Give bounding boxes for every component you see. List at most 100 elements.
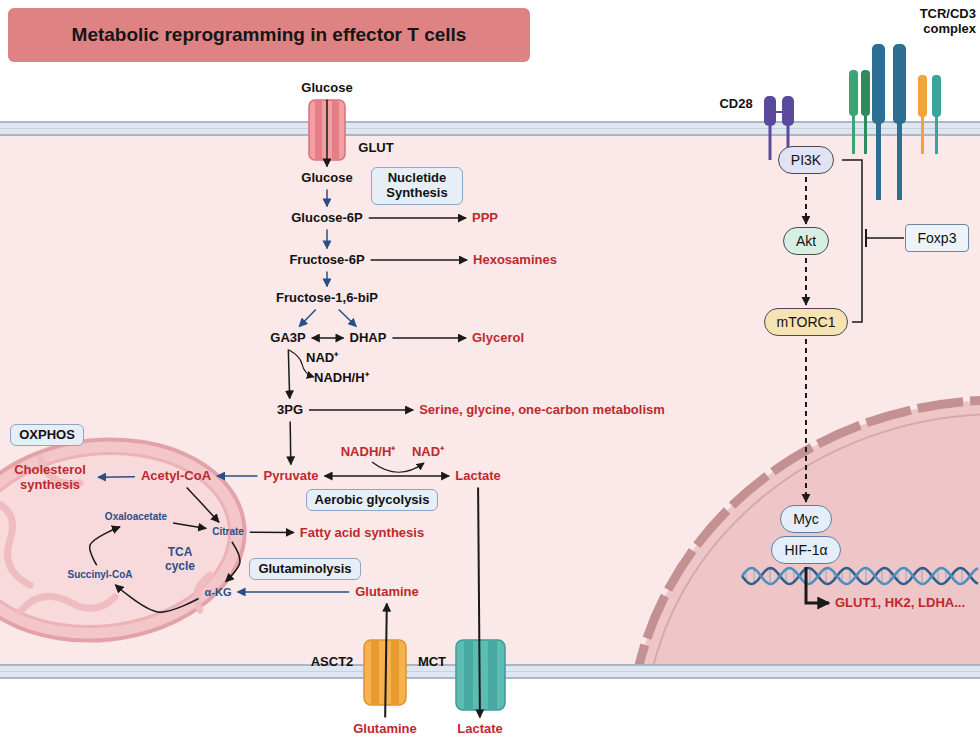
connector [339,309,356,326]
product-label: Hexosamines [470,252,560,269]
label-text: MCT [418,655,446,670]
metabolite: GA3P [267,330,308,347]
cd28-domain [764,96,776,126]
connector [289,421,291,464]
transporter-name: ASCT2 [311,655,354,670]
tca-intermediate: Succinyl-CoA [64,568,135,582]
label-text: GLUT [358,141,393,156]
connector [369,217,466,219]
cycle-label: TCA cycle [156,546,204,574]
asct2-stripe [391,640,399,705]
label-text: NADH/H⁺ [314,371,369,386]
product-label: Cholesterol synthesis [5,462,95,494]
label-text: TCA cycle [156,546,204,574]
tcr-chain [893,44,906,124]
connector [312,337,344,339]
connector [98,476,135,478]
connector [187,487,219,522]
connector [237,591,349,593]
node-text: Succinyl-CoA [67,569,132,581]
product-label: Serine, glycine, one-carbon metabolism [416,402,668,419]
connector [805,177,807,224]
cd28-tail [769,126,772,160]
connector [288,349,289,398]
node-text: Lactate [457,722,503,737]
dna-rung [753,569,755,584]
node-text: Pyruvate [264,469,319,484]
connector [115,585,198,612]
node-text: Glycerol [472,331,524,346]
node-text: Lactate [455,469,501,484]
glut-stripe [332,100,339,160]
connector [173,523,206,528]
node-text: GLUT1, HK2, LDHA... [835,596,965,611]
cd3-tail [864,114,867,154]
node-text: Cholesterol synthesis [8,463,92,493]
node-text: PI3K [791,152,821,168]
cd3-chain [849,70,858,116]
dna-rung [809,568,811,584]
node-text: Citrate [212,526,244,538]
tcr-cd3-complex [849,44,941,200]
cd3-tail [921,114,924,154]
title-text: Metabolic reprogramming in effector T ce… [72,24,467,46]
connector [371,259,468,261]
label-text: ASCT2 [311,655,354,670]
label-text: NADH/H⁺ [341,445,396,460]
node-text: Glutaminolysis [258,562,351,577]
cd3-tail [852,114,855,154]
connector [326,189,328,206]
transcription-factor: HIF-1α [771,536,840,564]
node-text: Fructose-6P [289,253,364,268]
connector [805,339,807,502]
node-text: Glucose [301,171,352,186]
metabolite: 3PG [274,402,306,419]
connector [90,527,120,566]
metabolite: Glucose [298,170,355,187]
pathway-bracket [842,160,904,322]
node-text: Glutamine [355,585,419,600]
product-label: PPP [469,210,501,227]
metabolite: Acetyl-CoA [138,468,214,485]
node-text: DHAP [350,331,387,346]
node-text: Fructose-1,6-biP [276,291,378,306]
cd28-bond [776,111,782,113]
metabolite: Glucose-6P [288,210,366,227]
cofactor-label: NAD⁺ [412,445,444,460]
product-label: Glycerol [469,330,527,347]
dna-rung [825,568,827,584]
node-text: GA3P [270,331,305,346]
connector [217,475,258,477]
node-text: Acetyl-CoA [141,469,211,484]
node-text: Glutamine [353,722,417,737]
membrane-line [0,121,980,123]
cofactor-arrow [372,462,424,472]
mct-stripe [464,640,473,710]
receptor-name: CD28 [719,97,752,112]
mitochondrion [0,425,255,654]
membrane-line [0,134,980,136]
node-text: Myc [793,511,819,527]
tca-intermediate: Oxaloacetate [102,510,170,524]
process-box: Glutaminolysis [249,558,360,581]
label-text: TCR/CD3 complex [880,7,976,37]
dna-rung [961,568,963,584]
connector [478,487,480,717]
connector [299,309,316,326]
metabolite: Fructose-6P [286,252,367,269]
mct-stripe [488,640,497,710]
nuclear-envelope-inner [644,414,980,665]
dna-helix [742,568,978,584]
node-text: Hexosamines [473,253,557,268]
title-banner: Metabolic reprogramming in effector T ce… [8,8,530,62]
dna-strand [742,568,978,584]
cofactor-label: NAD⁺ [306,351,338,366]
tcr-tail [876,120,881,200]
cd3-chain [932,75,941,117]
node-text: α-KG [205,586,232,599]
tca-intermediate: Citrate [209,525,247,539]
product-label: Fatty acid synthesis [297,525,427,542]
node-text: Fatty acid synthesis [300,526,424,541]
connector [326,271,328,286]
